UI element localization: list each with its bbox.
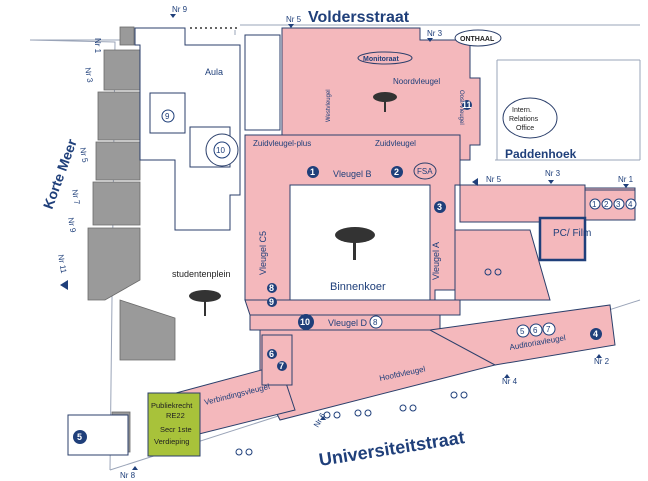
white-buildings — [67, 27, 281, 456]
street-universiteitstraat: Universiteitstraat — [317, 427, 465, 470]
nr5-left: Nr 5 — [78, 147, 90, 164]
c-badge-2: 2 — [604, 200, 609, 209]
outline-badges — [161, 109, 637, 338]
vleugel-a-label: Vleugel A — [431, 242, 441, 280]
nr2: Nr 2 — [594, 357, 610, 366]
nr11-left: Nr 11 — [56, 254, 68, 275]
zuidvleugel-label: Zuidvleugel — [375, 139, 416, 148]
badge-3: 3 — [437, 202, 442, 212]
c-badge-4: 4 — [628, 200, 633, 209]
nr5-top: Nr 5 — [286, 15, 302, 24]
vleugel-d-badge-8: 8 — [373, 318, 378, 327]
nr3-right: Nr 3 — [545, 169, 561, 178]
nr9-top: Nr 9 — [172, 5, 188, 14]
c-badge-1: 1 — [592, 200, 597, 209]
street-voldersstraat: Voldersstraat — [308, 9, 410, 26]
nr1-left: Nr 1 — [93, 38, 102, 54]
monitoraat-label: Monitoraat — [363, 56, 399, 63]
binnenkoer-label: Binnenkoer — [330, 281, 386, 293]
entrance-arrows — [60, 14, 629, 470]
oostvleugel-label: Oost-Vleugel — [458, 90, 464, 125]
svg-text:Relations: Relations — [509, 116, 539, 123]
bicycle-icon — [235, 268, 502, 456]
vleugel-d-label: Vleugel D — [328, 318, 368, 328]
studentenplein-label: studentenplein — [172, 269, 231, 279]
publiekrecht-building[interactable]: Publiekrecht RE22 Secr 1ste Verdieping — [147, 392, 201, 457]
badge-5: 5 — [77, 432, 82, 442]
a-badge-6: 6 — [533, 326, 538, 335]
badge-2: 2 — [394, 167, 399, 177]
svg-text:Office: Office — [516, 125, 534, 132]
vleugel-c5-label: Vleugel C5 — [258, 231, 268, 275]
nr8: Nr 8 — [120, 471, 136, 480]
nr3-top: Nr 3 — [427, 29, 443, 38]
intern-relations-label: Intern. — [512, 107, 532, 114]
nr7-left: Nr 7 — [70, 189, 82, 206]
noordvleugel-label: Noordvleugel — [393, 77, 440, 86]
aula-label: Aula — [205, 67, 223, 77]
street-paddenhoek: Paddenhoek — [505, 147, 577, 161]
badge-8: 8 — [269, 283, 274, 293]
verdieping-label: Verdieping — [154, 437, 189, 446]
aula-badge-10: 10 — [216, 146, 225, 155]
re22-label: RE22 — [166, 411, 185, 420]
publiekrecht-label: Publiekrecht — [151, 401, 193, 410]
badge-6: 6 — [269, 349, 274, 359]
badge-11: 11 — [462, 100, 472, 110]
nr4: Nr 4 — [502, 377, 518, 386]
badge-1: 1 — [310, 167, 315, 177]
tree-icon — [189, 92, 397, 316]
pc-film-label: PC/ Film — [553, 228, 591, 239]
onthaal-label: ONTHAAL — [460, 36, 495, 43]
pc-film-building: PC/ Film — [538, 216, 591, 262]
badge-9: 9 — [269, 297, 274, 307]
westvleugel-label: Westvleugel — [326, 89, 332, 122]
a-badge-5: 5 — [520, 327, 525, 336]
zuidvleugel-plus-label: Zuidvleugel-plus — [253, 139, 311, 148]
c-badge-3: 3 — [616, 200, 621, 209]
a-badge-7: 7 — [546, 325, 551, 334]
nr1-right: Nr 1 — [618, 175, 634, 184]
wing-badges: 1 2 3 4 5 10 11 8 9 6 7 — [73, 100, 602, 444]
badge-7: 7 — [279, 361, 284, 371]
nr5-right: Nr 5 — [486, 175, 502, 184]
fsa-label: FSA — [417, 167, 433, 176]
nr3-left: Nr 3 — [83, 67, 95, 84]
vleugel-b-label: Vleugel B — [333, 169, 372, 179]
aula-badge-9: 9 — [165, 112, 170, 121]
nr9-left: Nr 9 — [66, 217, 78, 234]
secr-label: Secr 1ste — [160, 425, 192, 434]
badge-4: 4 — [593, 329, 598, 339]
badge-10: 10 — [300, 317, 310, 327]
